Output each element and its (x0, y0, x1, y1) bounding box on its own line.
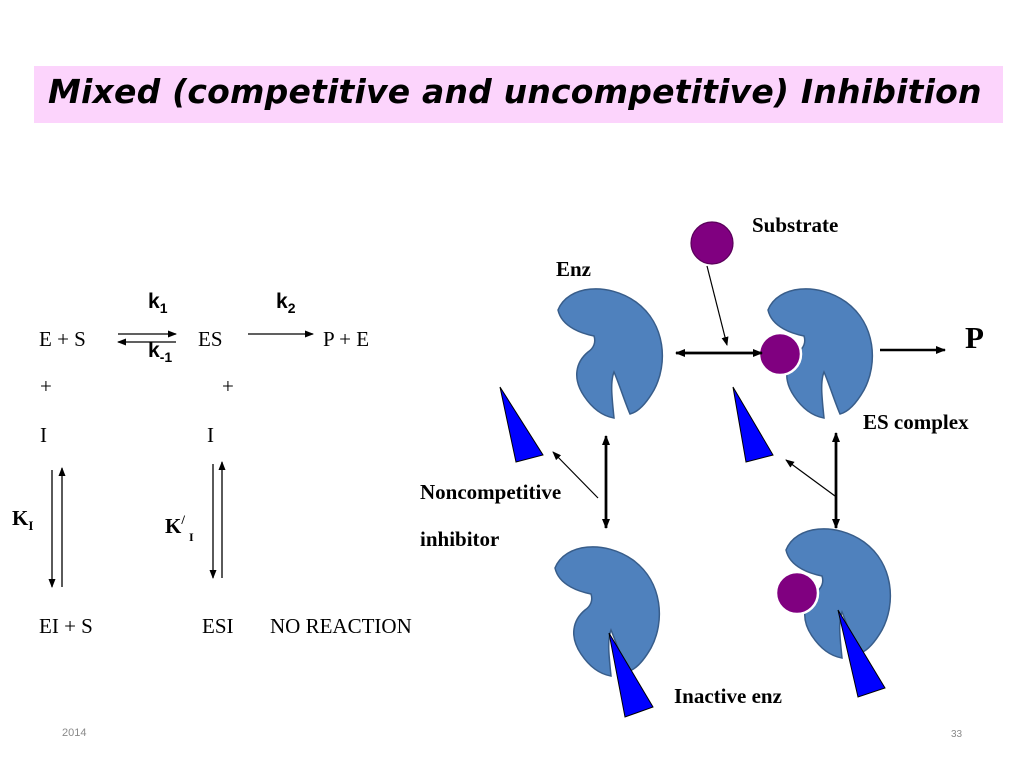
inhibitor-i-left: I (40, 423, 47, 447)
substrate-label: Substrate (752, 213, 839, 237)
equilibrium-arrows-ki (48, 467, 66, 588)
inhibitor-bound-esi (837, 609, 886, 698)
slide-title: Mixed (competitive and uncompetitive) In… (48, 72, 982, 111)
equilibrium-arrows-kprime (209, 461, 226, 579)
inhibitor-free-left (499, 386, 544, 463)
complex-ei-plus-s: EI + S (39, 614, 93, 638)
plus-right: + (222, 374, 234, 398)
enzyme-free (557, 288, 664, 419)
complex-es: ES (198, 327, 223, 351)
rate-k1: k1 (148, 290, 168, 316)
substrate-binding-arrow (706, 265, 729, 346)
constant-ki: KI (12, 506, 34, 533)
inhibitor-label: inhibitor (420, 527, 500, 551)
substrate-bound-esi (774, 570, 820, 616)
footer-year: 2014 (62, 727, 87, 739)
no-reaction-label: NO REACTION (270, 614, 412, 638)
enz-label: Enz (556, 257, 592, 281)
complex-esi: ESI (202, 614, 234, 638)
substrate-free (690, 221, 734, 265)
equilibrium-arrows-k1 (117, 330, 177, 346)
page-number: 33 (951, 729, 963, 740)
title-bar (34, 66, 1003, 123)
es-complex-label: ES complex (863, 410, 969, 434)
plus-left: + (40, 374, 52, 398)
enzyme-inactive-ei (554, 546, 661, 677)
inhibitor-bound-ei (608, 632, 654, 718)
noncompetitive-label: Noncompetitive (420, 480, 562, 504)
constant-kprime-i: K/I (165, 512, 194, 544)
inactive-enz-label: Inactive enz (674, 684, 782, 708)
reactants-e-plus-s: E + S (39, 327, 86, 351)
rate-k-minus-1: k-1 (148, 339, 173, 365)
product-label: P (965, 320, 984, 355)
substrate-bound-es (757, 331, 803, 377)
products-p-plus-e: P + E (323, 327, 370, 351)
inhibitor-pointer-left (552, 451, 599, 499)
inhibitor-free-middle (732, 386, 774, 463)
inhibitor-pointer-right (785, 459, 836, 497)
inhibitor-i-right: I (207, 423, 214, 447)
rate-k2: k2 (276, 290, 296, 316)
